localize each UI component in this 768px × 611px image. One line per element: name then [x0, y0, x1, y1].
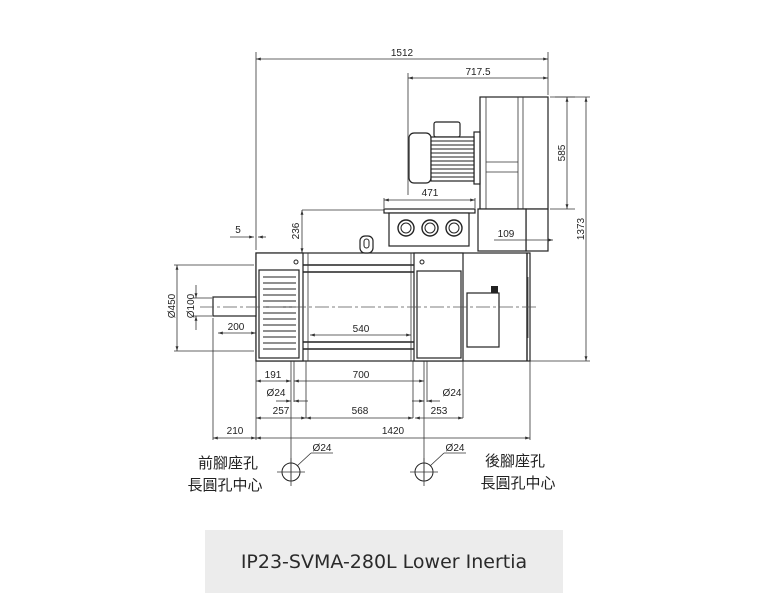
terminal-box [383, 208, 476, 247]
dim-1512: 1512 [391, 48, 414, 59]
dim-236: 236 [291, 222, 302, 239]
dim-1420: 1420 [382, 426, 405, 437]
dimension-foot-front: 191 [256, 370, 291, 383]
dim-hole-front: Ø24 [267, 388, 286, 399]
label-rear-foot-line1: 後腳座孔 [485, 452, 545, 470]
dim-5: 5 [235, 225, 241, 236]
label-front-foot-line1: 前腳座孔 [198, 454, 258, 472]
dimension-overall-length: 1512 [255, 48, 549, 250]
dim-hole-rear: Ø24 [443, 388, 462, 399]
dim-540: 540 [353, 324, 370, 335]
motor-shaft [212, 296, 257, 317]
dimension-shaft-gap: 5 [230, 225, 266, 239]
dimension-blower-side: 109 [494, 229, 553, 242]
dim-diameter-100: Ø100 [186, 293, 197, 318]
dim-585: 585 [557, 144, 568, 161]
label-rear-foot-line2: 長圓孔中心 [480, 474, 555, 492]
dimension-base-front: 257 [256, 406, 306, 420]
dim-191: 191 [265, 370, 282, 381]
motor-body [255, 235, 531, 362]
dim-1373: 1373 [576, 217, 587, 240]
dim-253: 253 [431, 406, 448, 417]
dimension-terminal-width: 471 [383, 188, 476, 208]
front-foot-hole-symbol: Ø24 [277, 443, 333, 486]
dim-700: 700 [353, 370, 370, 381]
dim-diameter-450: Ø450 [167, 293, 178, 318]
dimension-body-span: 540 [310, 324, 411, 337]
cooling-blower [408, 96, 549, 252]
dimension-terminal-height: 236 [291, 209, 384, 253]
dimension-foot-span: 700 [294, 370, 424, 383]
dimension-shaft-diameter: Ø100 [186, 285, 212, 330]
dimension-base-length: 1420 [256, 426, 530, 440]
callout-rear-hole: Ø24 [446, 443, 465, 454]
dimension-hole-front: Ø24 [267, 388, 308, 403]
dim-717-5: 717.5 [465, 67, 490, 78]
dim-109: 109 [498, 229, 515, 240]
motor-dimension-drawing: 1512 717.5 585 [167, 48, 590, 494]
dim-257: 257 [273, 406, 290, 417]
dimension-blower-height: 585 [550, 96, 575, 210]
dimension-blower-offset: 717.5 [407, 67, 548, 195]
dim-568: 568 [352, 406, 369, 417]
rear-foot-hole-symbol: Ø24 [410, 443, 466, 486]
label-front-foot-line2: 長圓孔中心 [187, 476, 262, 494]
dimension-base-mid: 568 [306, 406, 413, 420]
dim-471: 471 [422, 188, 439, 199]
dim-210: 210 [227, 426, 244, 437]
model-title: IP23-SVMA-280L Lower Inertia [240, 550, 528, 573]
dim-200: 200 [228, 322, 245, 333]
dimension-frame-diameter: Ø450 [167, 264, 254, 352]
dimension-shaft-length: 200 [212, 318, 256, 440]
dimension-overall-height: 1373 [530, 96, 590, 362]
dimension-hole-rear: Ø24 [412, 388, 462, 403]
dimension-base-rear: 253 [415, 406, 463, 420]
model-caption: IP23-SVMA-280L Lower Inertia [205, 530, 563, 593]
dimension-shaft-extension: 210 [213, 426, 256, 440]
callout-front-hole: Ø24 [313, 443, 332, 454]
